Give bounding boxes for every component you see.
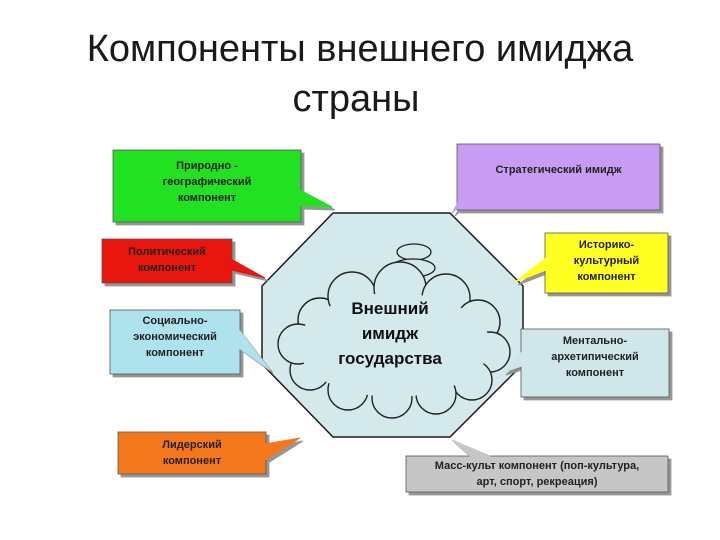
callout-box-political	[101, 238, 233, 284]
callout-box-mass-culture	[405, 455, 669, 493]
callout-pointer-socio-economic	[238, 328, 271, 371]
callout-pointer-strategic	[451, 181, 487, 214]
callout-pointer-historical-cultural	[514, 256, 547, 283]
callout-label-political: Политический компонент	[128, 246, 206, 274]
callout-pointer-mass-culture	[451, 439, 491, 457]
callout-socio-economic	[109, 309, 271, 375]
callout-box-strategic	[456, 143, 661, 211]
callout-label-leadership: Лидерский компонент	[162, 439, 222, 467]
callout-leadership	[117, 431, 301, 475]
callout-natural-geographic	[112, 149, 333, 223]
diagram-title-line-1: Компоненты внешнего имиджа	[86, 28, 634, 70]
callout-pointer-mental-archetypal	[502, 350, 523, 373]
callout-pointer-political	[230, 258, 266, 279]
callout-pointer-leadership	[264, 437, 301, 461]
diagram-title-line-2: страны	[292, 78, 420, 120]
callout-label-mass-culture: Масс-культ компонент (поп-культура, арт,…	[434, 460, 640, 488]
callouts-group	[101, 143, 670, 493]
callout-label-historical-cultural: Историко- культурный компонент	[573, 239, 640, 283]
callout-box-leadership	[117, 431, 267, 475]
callout-label-natural-geographic: Природно - географический компонент	[162, 160, 252, 204]
central-label: Внешний имидж государства	[338, 299, 442, 368]
callout-label-strategic: Стратегический имидж	[495, 164, 622, 176]
callout-box-natural-geographic	[112, 149, 302, 223]
callout-box-historical-cultural	[544, 232, 669, 294]
cloud-fill-core	[298, 293, 490, 397]
callout-historical-cultural	[514, 232, 669, 294]
callout-pointer-natural-geographic	[299, 189, 333, 208]
callout-label-mental-archetypal: Ментально- архетипический компонент	[551, 335, 639, 379]
callout-political	[101, 238, 266, 284]
callout-label-socio-economic: Социально- экономический компонент	[133, 315, 217, 359]
callout-mass-culture	[405, 439, 669, 493]
callout-box-socio-economic	[109, 309, 241, 375]
callout-mental-archetypal	[502, 328, 670, 398]
callout-strategic	[451, 143, 661, 214]
